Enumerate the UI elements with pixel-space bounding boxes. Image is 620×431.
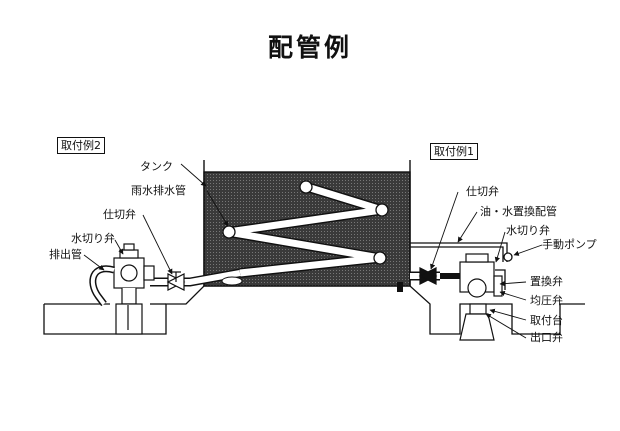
drain-pipe-left bbox=[89, 265, 129, 330]
label-water-cutoff-valve-right: 水切り弁 bbox=[506, 224, 550, 237]
label-pressure-equalizing-valve: 均圧弁 bbox=[530, 294, 563, 307]
label-oil-water-replacement-pipe: 油・水置換配管 bbox=[480, 205, 557, 218]
outlet-pipe-left bbox=[150, 268, 243, 287]
label-hand-pump: 手動ポンプ bbox=[542, 238, 597, 251]
label-drain-pipe: 排出管 bbox=[49, 248, 82, 261]
label-water-cutoff-valve-left: 水切り弁 bbox=[71, 232, 115, 245]
water-cutoff-valve-left bbox=[113, 243, 155, 335]
label-rain-drain-pipe: 雨水排水管 bbox=[131, 184, 186, 197]
ground-line bbox=[43, 285, 585, 335]
label-mounting-base: 取付台 bbox=[530, 314, 563, 327]
example-1-label: 取付例1 bbox=[430, 143, 478, 160]
leader-lines bbox=[83, 163, 543, 339]
label-outlet-valve: 出口弁 bbox=[530, 331, 563, 344]
label-tank: タンク bbox=[140, 160, 173, 173]
example-2-label: 取付例2 bbox=[57, 137, 105, 154]
label-replacement-valve: 置換弁 bbox=[530, 275, 563, 288]
page-title: 配管例 bbox=[267, 33, 352, 62]
mounting-assembly-right bbox=[440, 253, 503, 341]
rain-drain-pipe bbox=[222, 180, 389, 278]
gate-valve-left bbox=[166, 271, 186, 291]
gate-valve-right bbox=[418, 267, 438, 285]
label-gate-valve-left: 仕切弁 bbox=[103, 208, 136, 221]
label-gate-valve-right: 仕切弁 bbox=[466, 185, 499, 198]
oil-water-replacement-pipe bbox=[410, 242, 513, 290]
